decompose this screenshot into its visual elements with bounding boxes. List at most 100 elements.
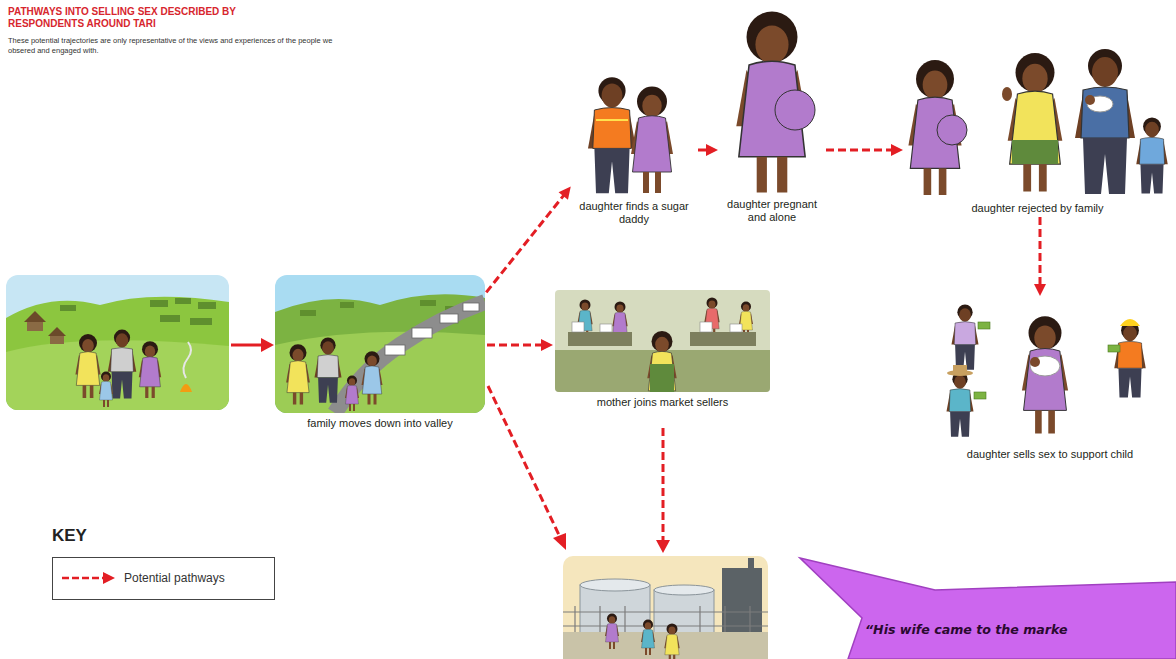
selling-figures-part: [1022, 316, 1068, 433]
key-heading: KEY: [52, 526, 87, 546]
rejection-figures-part: [1136, 117, 1168, 193]
legend-sample: [103, 572, 115, 584]
rejection-figures-part: [937, 115, 967, 145]
arrow-line: [826, 149, 892, 152]
market-panel-part-part: [700, 322, 712, 332]
diagram-title: PATHWAYS INTO SELLING SEX DESCRIBED BY R…: [8, 6, 270, 30]
sugar-daddy-figure: [588, 77, 673, 193]
highlands-panel-part-part: [150, 300, 168, 307]
market-panel-part-part: [600, 324, 612, 332]
valley-panel-part-part: [340, 302, 354, 308]
selling-figures-part: [947, 372, 974, 437]
step-label: daughter pregnant and alone: [720, 198, 824, 224]
highlands-panel-part: [180, 384, 192, 392]
valley-panel-part: [385, 303, 479, 355]
valley-panel-part-part: [420, 300, 436, 306]
selling-figures-part: [1114, 321, 1146, 397]
pathway-step: daughter pregnant and alone: [720, 8, 824, 224]
highlands-panel-part-part: [190, 318, 212, 325]
rejection-figures-part: [1002, 87, 1012, 101]
valley-panel-part: [286, 344, 310, 404]
flow-arrow: [231, 338, 274, 352]
sugar-daddy-figure-part: [631, 87, 673, 194]
selling-figures-part: [1030, 356, 1060, 376]
sugar-daddy-figure-part: [596, 119, 628, 121]
legend-sample: [62, 577, 104, 580]
arrow-head: [1034, 284, 1046, 296]
mine-panel-part-part: [724, 606, 725, 632]
step-label: daughter finds a sugar daddy: [572, 200, 696, 226]
market-panel-part: [690, 332, 756, 346]
mine-panel-part: [563, 606, 768, 632]
highlands-panel: [6, 275, 229, 410]
rejection-figures-part: [1012, 140, 1058, 164]
mine-panel-part-part: [563, 625, 768, 626]
flow-arrow-part: [662, 428, 665, 540]
legend-box-part: [53, 558, 275, 600]
market-panel-part-part: [572, 322, 584, 332]
highlands-panel-part: [24, 311, 46, 322]
mine-panel-part: [563, 556, 768, 659]
highlands-panel-part-part: [198, 302, 216, 309]
highlands-panel-part: [139, 341, 161, 398]
selling-figures-part: [1108, 345, 1120, 352]
mine-panel-part-part: [624, 606, 625, 632]
highlands-panel-part: [50, 336, 64, 344]
arrow-line: [1039, 217, 1042, 285]
market-panel-part: [572, 322, 742, 332]
mine-panel-part-part: [574, 606, 575, 632]
bubble-shape: [795, 552, 1176, 659]
pathway-step: family moves down into valley: [275, 275, 485, 430]
flow-arrow-part: [261, 338, 274, 352]
arrow-head: [541, 339, 553, 351]
pathway-arrow: [698, 144, 718, 156]
arrow-line: [486, 195, 564, 292]
highlands-panel-part: [60, 298, 216, 325]
mine-panel-part: [641, 620, 655, 656]
mine-panel-part-part: [563, 611, 768, 612]
valley-panel-part: [345, 376, 359, 412]
diagram-caption: These potential trajectories are only re…: [8, 36, 353, 55]
valley-panel-part-part: [385, 345, 405, 355]
valley-panel: [275, 275, 485, 413]
pathway-step: daughter finds a sugar daddy: [572, 72, 696, 226]
arrow-head: [559, 187, 571, 200]
valley-panel-part-part: [412, 328, 432, 338]
market-panel-part-part: [730, 324, 742, 332]
legend-text: Potential pathways: [124, 571, 225, 585]
mine-panel-part: [605, 614, 619, 650]
valley-panel-part: [315, 338, 342, 403]
speech-bubble: “His wife came to the marke: [795, 552, 1176, 659]
selling-figures: [947, 305, 1146, 437]
pathway-step: daughter sells sex to support child: [930, 298, 1170, 461]
highlands-panel-part: [183, 342, 191, 378]
selling-figures-part: [953, 365, 967, 373]
highlands-panel-part-part: [175, 298, 191, 304]
mine-panel-part: [664, 623, 679, 659]
highlands-panel-part: [108, 330, 137, 399]
valley-panel-part: [275, 275, 485, 413]
highlands-panel-part-part: [60, 305, 76, 311]
pathway-step: daughter rejected by family: [905, 42, 1170, 215]
valley-panel-part-part: [440, 314, 458, 323]
valley-panel-part: [335, 302, 485, 413]
sugar-daddy-figure-part: [588, 77, 636, 193]
pregnant-figure: [736, 11, 815, 192]
highlands-panel-part: [6, 297, 229, 410]
market-panel-part: [568, 332, 632, 346]
quote-text: “His wife came to the marke: [865, 622, 1176, 637]
highlands-panel-part: [6, 275, 229, 410]
pathway-arrow: [826, 144, 903, 156]
rejection-figures: [908, 49, 1167, 195]
flow-arrow-part: [656, 540, 670, 553]
step-label: mother joins market sellers: [555, 396, 770, 409]
highlands-panel-part: [99, 372, 113, 408]
rejection-figures-part: [1085, 95, 1095, 105]
step-label: daughter rejected by family: [905, 202, 1170, 215]
valley-panel-part: [275, 294, 485, 413]
highlands-panel-part: [48, 327, 66, 336]
mine-panel-part: [580, 579, 650, 591]
selling-figures-part: [952, 305, 979, 370]
